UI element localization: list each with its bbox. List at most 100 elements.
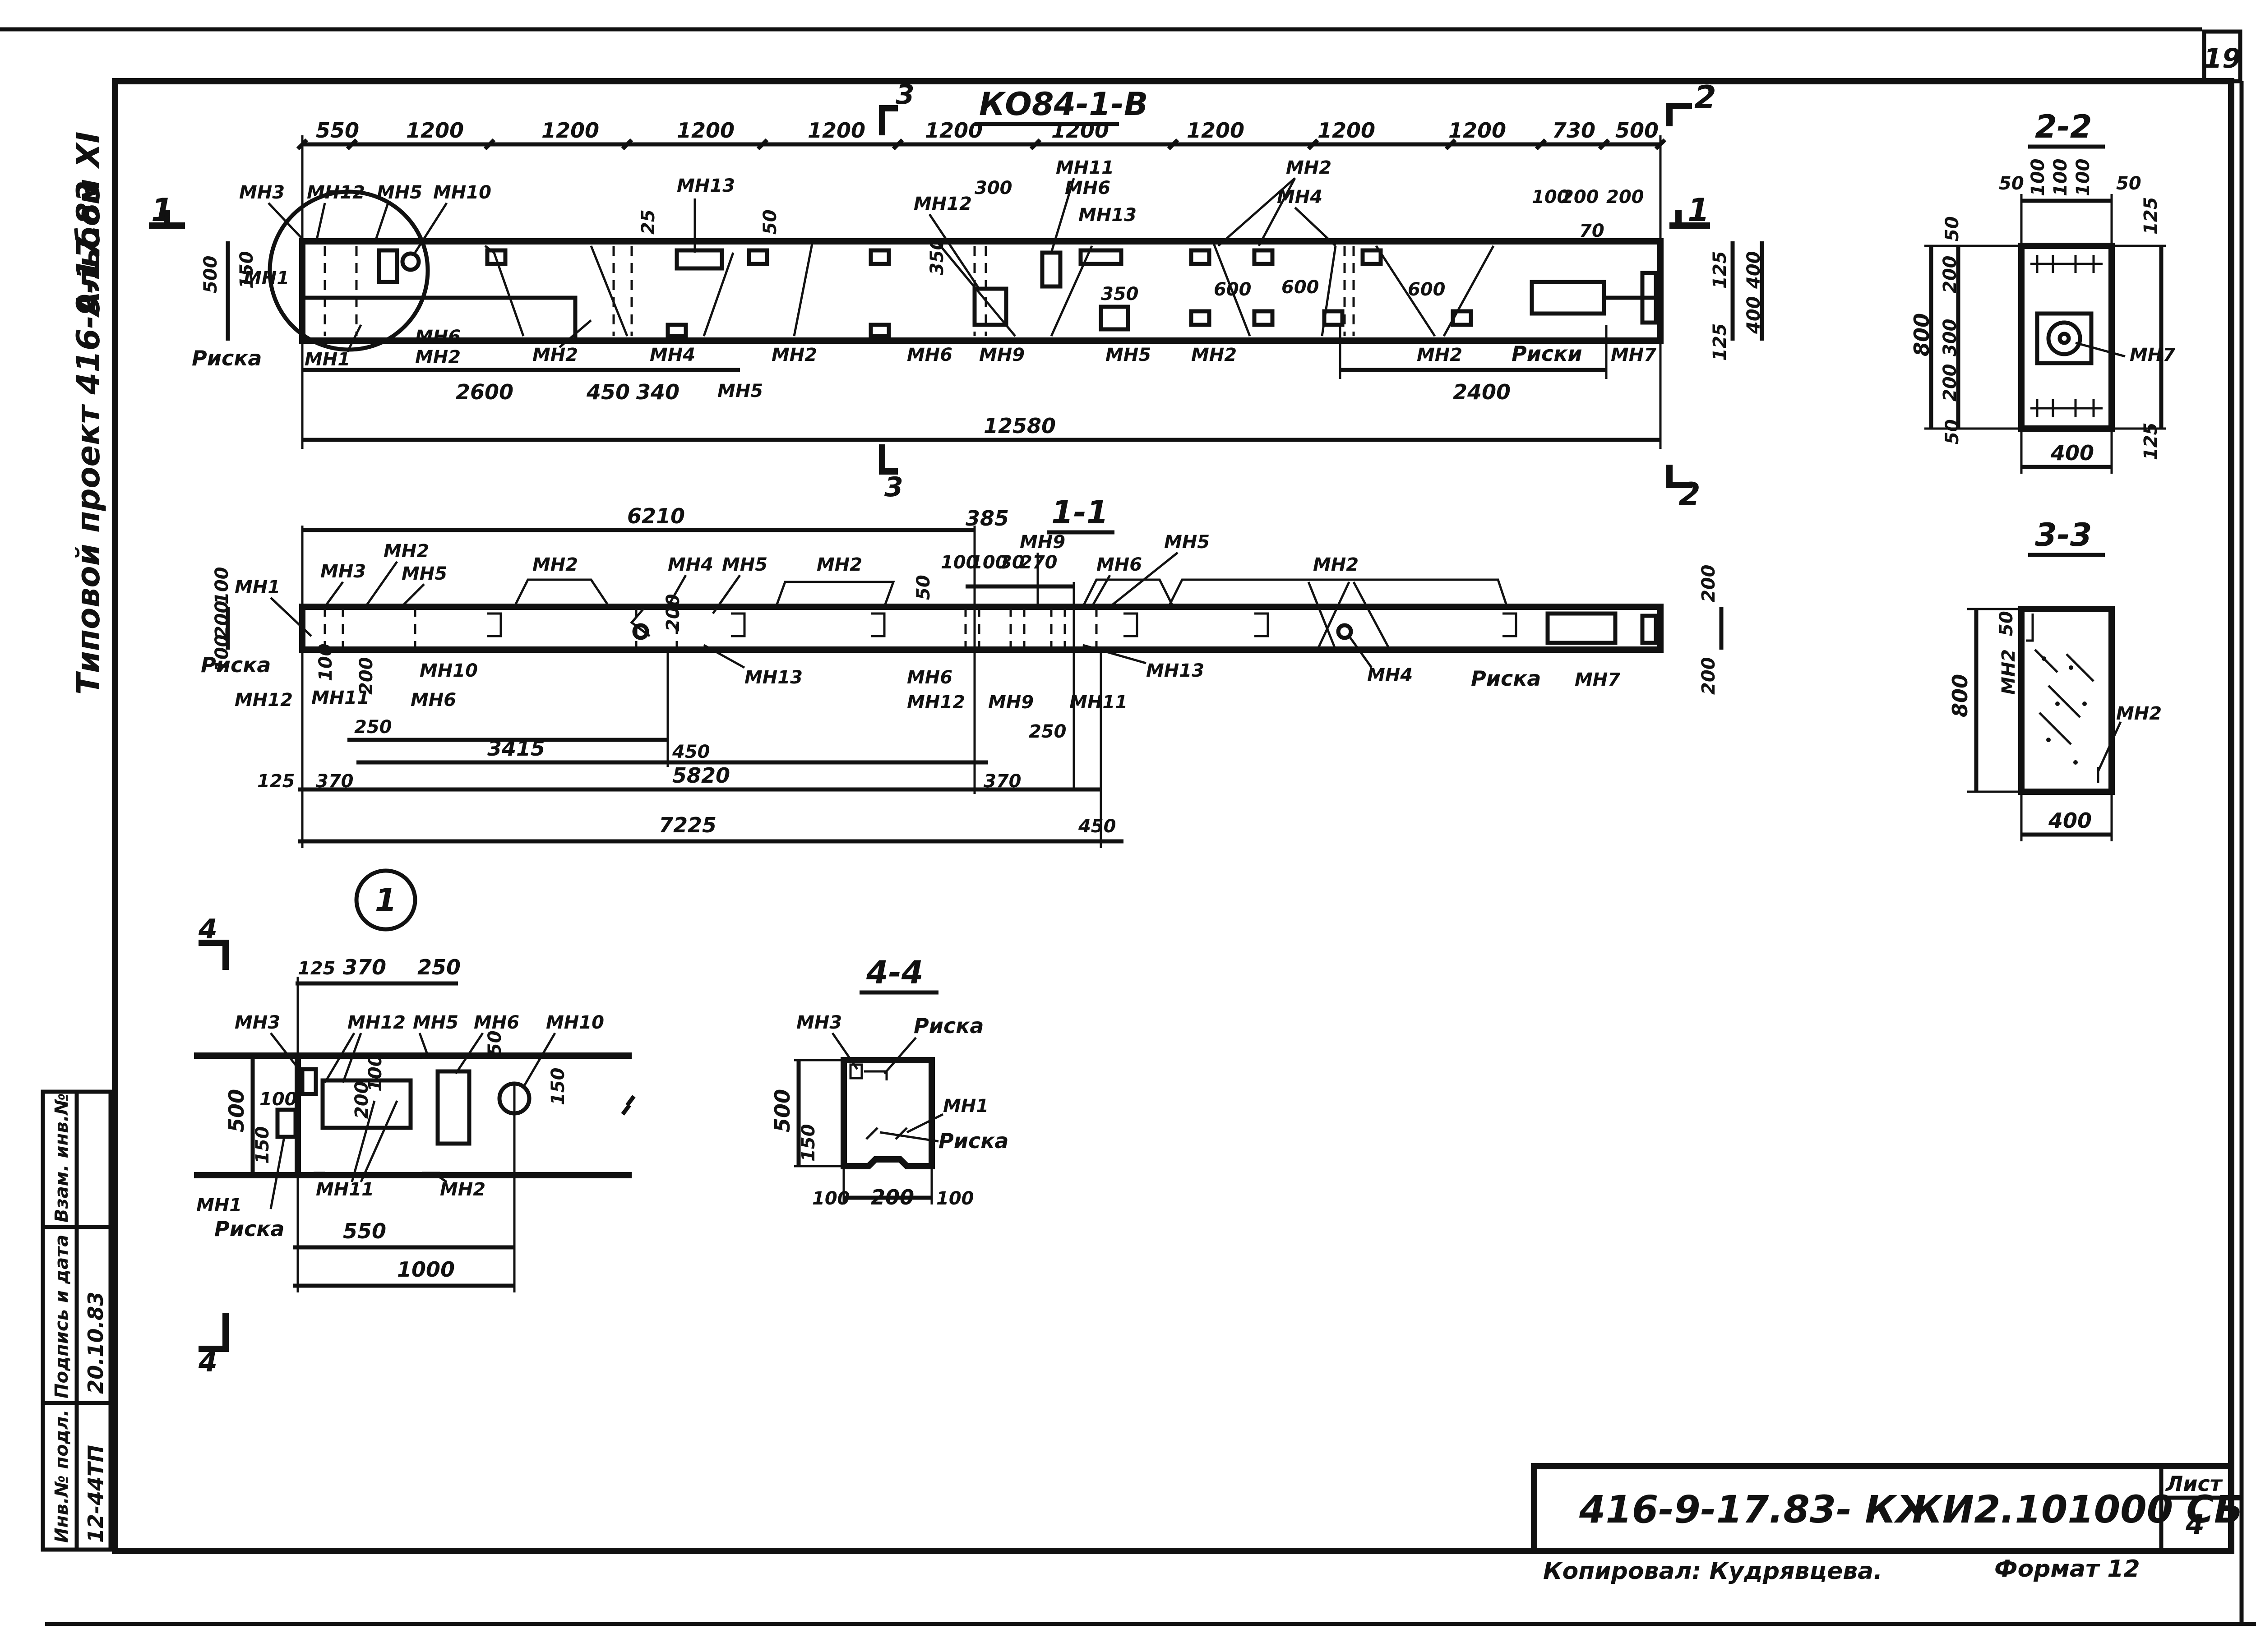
plan-labels: МН3 МН12 МН5 МН10 МН13 МН11 МН6 МН13 МН2… xyxy=(192,157,1656,401)
svg-text:1: 1 xyxy=(1687,192,1710,229)
svg-text:МН2: МН2 xyxy=(1191,345,1237,365)
svg-text:МН2: МН2 xyxy=(1998,649,2019,695)
svg-text:МН6: МН6 xyxy=(907,345,952,365)
svg-text:200: 200 xyxy=(663,594,684,632)
svg-text:200: 200 xyxy=(351,1081,372,1119)
svg-text:250: 250 xyxy=(354,717,392,738)
svg-text:МН4: МН4 xyxy=(1367,665,1413,686)
svg-text:200: 200 xyxy=(1698,565,1719,603)
svg-text:МН2: МН2 xyxy=(772,345,817,365)
svg-text:МН13: МН13 xyxy=(1146,660,1204,681)
svg-text:125: 125 xyxy=(1710,323,1730,361)
svg-text:МН10: МН10 xyxy=(433,182,491,203)
svg-text:МН2: МН2 xyxy=(440,1179,485,1200)
svg-text:200: 200 xyxy=(1561,187,1599,208)
svg-text:50: 50 xyxy=(2116,173,2141,194)
svg-text:МН12: МН12 xyxy=(914,194,972,214)
plan-top-ticks xyxy=(296,138,1667,151)
svg-text:МН5: МН5 xyxy=(717,381,763,401)
svg-text:150: 150 xyxy=(798,1124,819,1162)
svg-text:385: 385 xyxy=(966,506,1009,531)
svg-text:МН1: МН1 xyxy=(244,268,289,289)
svg-text:450: 450 xyxy=(1078,816,1116,837)
svg-text:1200: 1200 xyxy=(406,118,464,143)
svg-text:20.10.83: 20.10.83 xyxy=(83,1292,108,1394)
plan-top-dims: 550 1200 1200 1200 1200 1200 1200 1200 1… xyxy=(316,118,1659,143)
svg-text:МН5: МН5 xyxy=(1105,345,1151,365)
svg-text:300: 300 xyxy=(1940,319,1960,357)
svg-text:200: 200 xyxy=(1606,187,1644,208)
album-label: Альбом XI xyxy=(70,132,107,318)
svg-text:МН9: МН9 xyxy=(1020,532,1065,553)
svg-text:МН12: МН12 xyxy=(307,182,365,203)
plan-bottom-dims: 2600 450 340 2400 12580 xyxy=(456,380,1511,438)
plan-view: КО84-1-В xyxy=(149,79,1764,513)
svg-text:2600: 2600 xyxy=(456,380,513,404)
svg-text:125: 125 xyxy=(2140,197,2161,235)
svg-text:Взам. инв.№: Взам. инв.№ xyxy=(51,1093,72,1223)
svg-text:125: 125 xyxy=(298,958,336,979)
svg-text:МН6: МН6 xyxy=(1096,554,1142,575)
svg-text:100: 100 xyxy=(970,552,1008,573)
detail-1-title: 1 xyxy=(375,882,397,919)
svg-text:250: 250 xyxy=(417,955,461,979)
svg-text:600: 600 xyxy=(1281,277,1319,298)
svg-text:340: 340 xyxy=(636,380,680,404)
section-1-1-labels: МН1 МН3 МН2 МН5 МН2 МН4 МН5 МН2 МН9 МН6 … xyxy=(201,532,1620,713)
svg-text:25: 25 xyxy=(638,209,659,235)
svg-text:2400: 2400 xyxy=(1453,380,1511,404)
svg-text:МН6: МН6 xyxy=(474,1012,519,1033)
svg-text:4: 4 xyxy=(198,914,217,945)
svg-text:МН6: МН6 xyxy=(411,690,456,711)
svg-text:450: 450 xyxy=(586,380,630,404)
svg-text:МН11: МН11 xyxy=(311,688,370,708)
svg-text:1200: 1200 xyxy=(1051,118,1109,143)
svg-text:Риска: Риска xyxy=(214,1217,284,1241)
plan-section-marks: 1 1 2 2 3 3 xyxy=(149,79,1716,513)
svg-text:МН3: МН3 xyxy=(239,182,285,203)
svg-text:1200: 1200 xyxy=(925,118,983,143)
svg-text:50: 50 xyxy=(485,1030,505,1056)
svg-text:МН7: МН7 xyxy=(1575,669,1620,690)
embedded-parts xyxy=(377,248,1473,338)
svg-text:150: 150 xyxy=(548,1068,569,1106)
plan-side-dims: 500 150 125 400 400 125 xyxy=(200,251,1764,361)
svg-text:1200: 1200 xyxy=(677,118,735,143)
svg-text:100: 100 xyxy=(812,1188,850,1209)
drawing-designation: 416-9-17.83- КЖИ2.101000 СБ xyxy=(1579,1487,2243,1532)
svg-text:370: 370 xyxy=(316,771,354,792)
svg-text:100: 100 xyxy=(2050,159,2071,197)
svg-text:500: 500 xyxy=(224,1089,249,1132)
sheet-frame: 19 Альбом XI Типовой проект 416-9-17.83 … xyxy=(0,27,2256,1626)
svg-text:100: 100 xyxy=(2028,159,2048,197)
svg-text:100: 100 xyxy=(936,1188,974,1209)
svg-text:350: 350 xyxy=(927,238,948,276)
svg-text:200: 200 xyxy=(1940,256,1960,294)
svg-text:Риски: Риски xyxy=(1512,341,1582,366)
svg-text:1200: 1200 xyxy=(1318,118,1375,143)
svg-text:500: 500 xyxy=(200,256,221,294)
svg-text:МН2: МН2 xyxy=(2116,703,2162,724)
svg-text:МН6: МН6 xyxy=(907,667,952,688)
svg-text:300: 300 xyxy=(975,178,1012,198)
svg-text:550: 550 xyxy=(316,118,359,143)
svg-text:200: 200 xyxy=(1940,364,1960,402)
svg-text:500: 500 xyxy=(770,1089,795,1132)
svg-text:МН11: МН11 xyxy=(1069,692,1128,713)
section-4-4: 4-4 500 150 100 200 100 МН3 Риска МН1 Ри… xyxy=(770,954,1008,1209)
concrete-hatch xyxy=(2034,649,2094,765)
svg-text:1200: 1200 xyxy=(1187,118,1244,143)
svg-text:МН2: МН2 xyxy=(817,554,862,575)
svg-text:Риска: Риска xyxy=(938,1129,1008,1153)
svg-text:800: 800 xyxy=(1948,674,1972,717)
svg-text:370: 370 xyxy=(984,771,1022,792)
svg-text:МН13: МН13 xyxy=(1078,205,1137,226)
svg-text:МН5: МН5 xyxy=(402,563,447,584)
svg-text:100: 100 xyxy=(212,635,232,673)
svg-text:50: 50 xyxy=(1942,216,1963,241)
svg-text:100: 100 xyxy=(2073,159,2094,197)
svg-text:800: 800 xyxy=(1909,313,1934,356)
svg-text:350: 350 xyxy=(1101,284,1139,305)
svg-text:1200: 1200 xyxy=(1448,118,1506,143)
svg-text:МН7: МН7 xyxy=(2130,345,2175,365)
